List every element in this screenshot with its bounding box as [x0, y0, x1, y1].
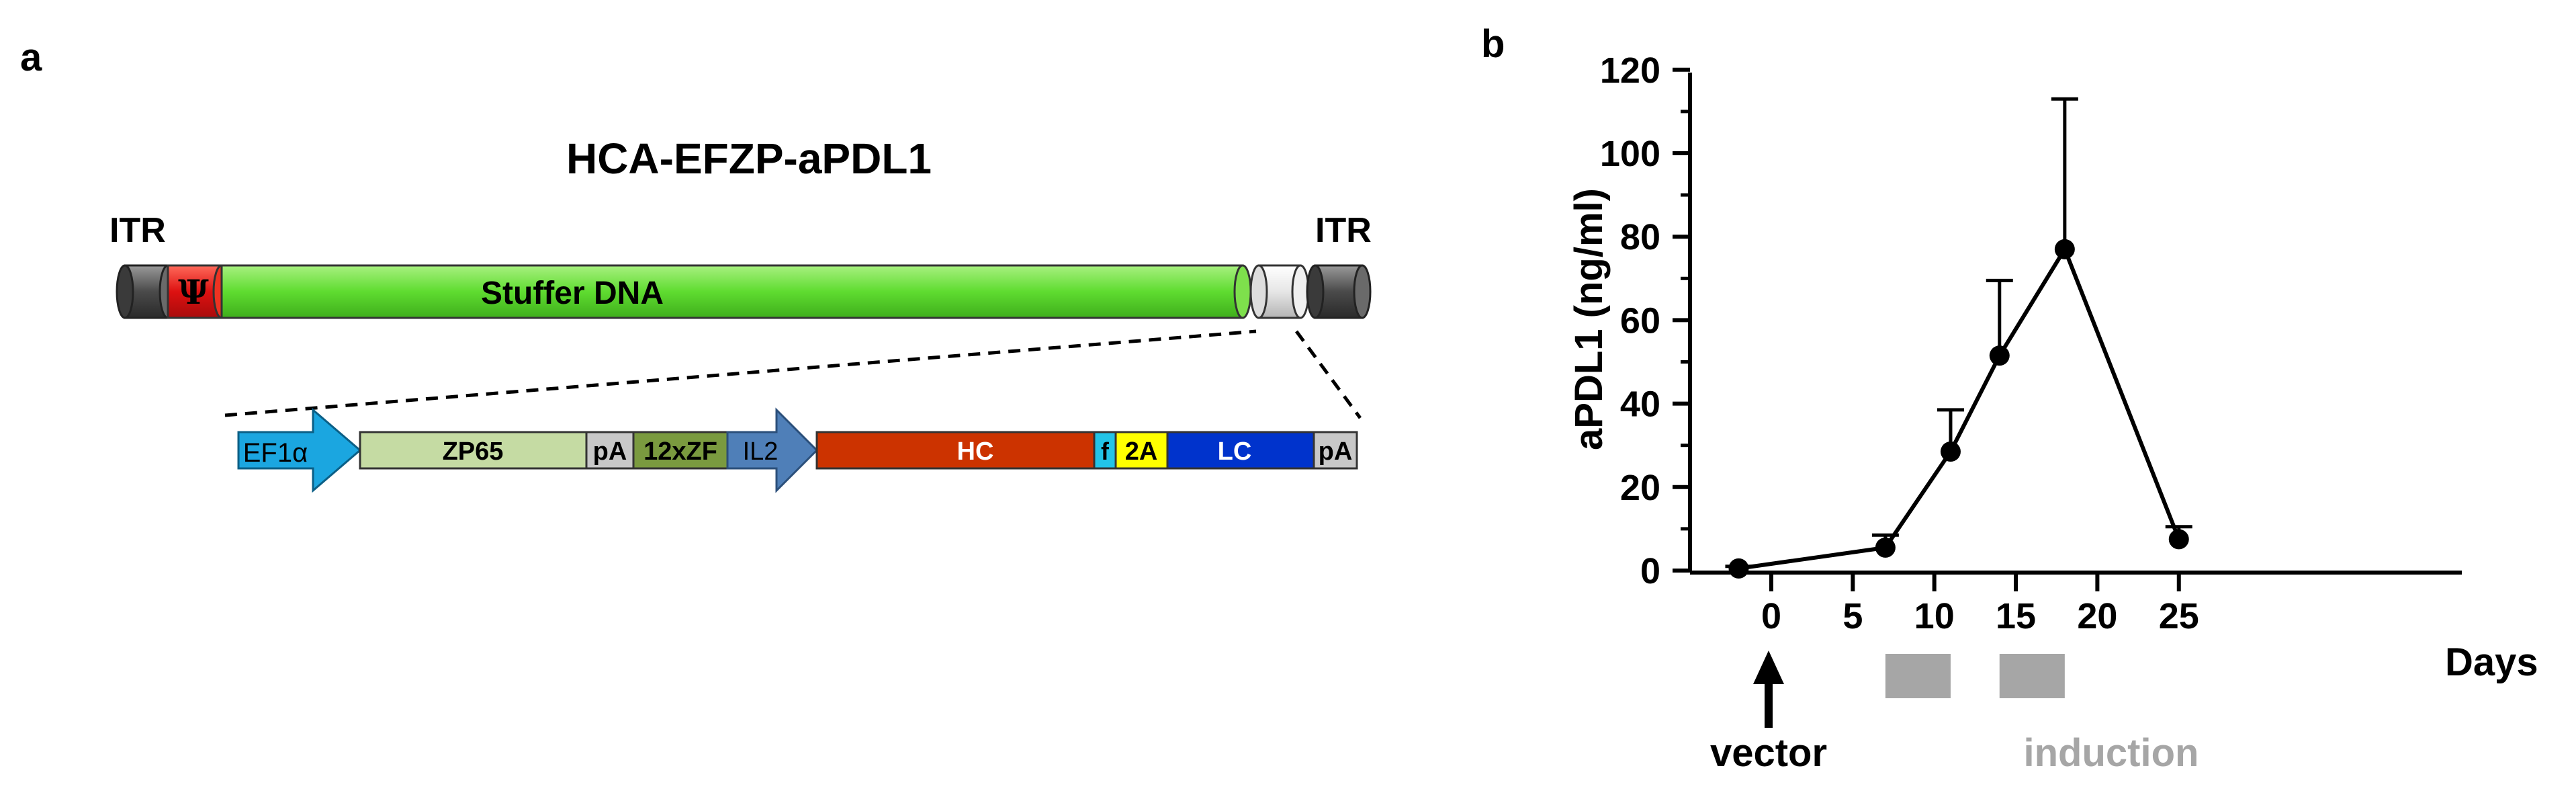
- x-tick-label: 0: [1761, 596, 1781, 636]
- 2a-label: 2A: [1125, 437, 1158, 466]
- stuffer-dna-label: Stuffer DNA: [481, 276, 664, 311]
- induction-bar: [1999, 654, 2065, 698]
- data-point: [1875, 537, 1896, 558]
- series-line: [1738, 245, 2181, 571]
- il2-label: IL2: [743, 437, 779, 466]
- psi-segment: Ψ: [167, 264, 231, 319]
- x-tick-label: 20: [2077, 596, 2117, 636]
- x-tick-label: 15: [1996, 596, 2036, 636]
- hc-box: [815, 431, 1096, 470]
- insert-segment: [1249, 264, 1310, 319]
- furin-label: f: [1101, 437, 1110, 465]
- 2a-box: [1114, 431, 1169, 470]
- panel-a: a HCA-EFZP-aPDL1 ITR ITR Ψ Stuffer DNA: [20, 36, 1372, 493]
- pa-box-1: [585, 431, 635, 470]
- data-point: [1728, 558, 1749, 579]
- y-tick-label: 120: [1600, 50, 1660, 91]
- zp65-label: ZP65: [443, 437, 504, 466]
- zf-box: [632, 431, 729, 470]
- panel-b-label: b: [1481, 22, 1505, 66]
- il2-promoter-arrow: [726, 407, 819, 493]
- panel-a-label: a: [20, 36, 42, 79]
- zoom-line-left: [224, 329, 1257, 417]
- induction-label: induction: [2024, 731, 2199, 775]
- x-axis: 0 5 10 15 20 25 Days: [1690, 571, 2538, 684]
- panel-b: b aPDL1 (ng/ml) 0 20 40 60 80 100 120 0 5 10 15 20…: [1481, 22, 2538, 775]
- x-tick-label: 10: [1914, 596, 1955, 636]
- y-axis-title: aPDL1 (ng/ml): [1567, 188, 1611, 450]
- x-axis-title: Days: [2445, 640, 2538, 684]
- vector-marker: vector: [1710, 651, 1827, 775]
- lc-label: LC: [1218, 437, 1252, 466]
- vector-label: vector: [1710, 731, 1827, 775]
- y-tick-label: 100: [1600, 134, 1660, 174]
- pa-box-2: [1313, 431, 1358, 470]
- hc-label: HC: [957, 437, 994, 466]
- error-bars: [1725, 97, 2192, 569]
- data-point: [1989, 345, 2010, 366]
- psi-label: Ψ: [178, 272, 209, 312]
- zf-label: 12xZF: [643, 437, 717, 466]
- right-itr-label: ITR: [1315, 211, 1372, 250]
- right-itr-cylinder: [1306, 264, 1372, 319]
- data-point: [2054, 239, 2075, 259]
- y-axis: 0 20 40 60 80 100 120: [1600, 50, 1692, 591]
- ef1a-promoter-arrow: [237, 407, 362, 493]
- ef1a-label: EF1α: [243, 438, 308, 468]
- data-point: [2168, 529, 2189, 550]
- zoom-line-right: [1294, 330, 1362, 419]
- zp65-box: [359, 431, 588, 470]
- x-tick-label: 25: [2159, 596, 2199, 636]
- y-tick-label: 40: [1620, 384, 1660, 425]
- y-tick-label: 60: [1620, 300, 1660, 341]
- construct-title: HCA-EFZP-aPDL1: [566, 134, 932, 183]
- x-tick-label: 5: [1842, 596, 1863, 636]
- y-tick-label: 80: [1620, 217, 1660, 257]
- data-point: [1940, 442, 1961, 462]
- vector-backbone: ITR ITR Ψ Stuffer DNA: [109, 211, 1372, 319]
- left-itr-label: ITR: [109, 211, 166, 250]
- y-tick-label: 20: [1620, 468, 1660, 508]
- x-ticks: 0 5 10 15 20 25: [1761, 573, 2199, 636]
- induction-bars: [1885, 654, 2065, 698]
- y-tick-label: 0: [1640, 551, 1660, 591]
- y-ticks: 0 20 40 60 80 100 120: [1600, 50, 1690, 591]
- vector-arrow-head: [1753, 651, 1784, 684]
- pa-label-2: pA: [1319, 437, 1353, 466]
- lc-box: [1166, 431, 1315, 470]
- induction-bar: [1885, 654, 1951, 698]
- data-points: [1728, 239, 2189, 579]
- stuffer-dna-segment: Stuffer DNA: [220, 264, 1252, 319]
- expression-cassette: EF1α ZP65 pA 12xZF IL2 HC f 2A LC pA: [237, 407, 1358, 493]
- pa-label-1: pA: [593, 437, 627, 466]
